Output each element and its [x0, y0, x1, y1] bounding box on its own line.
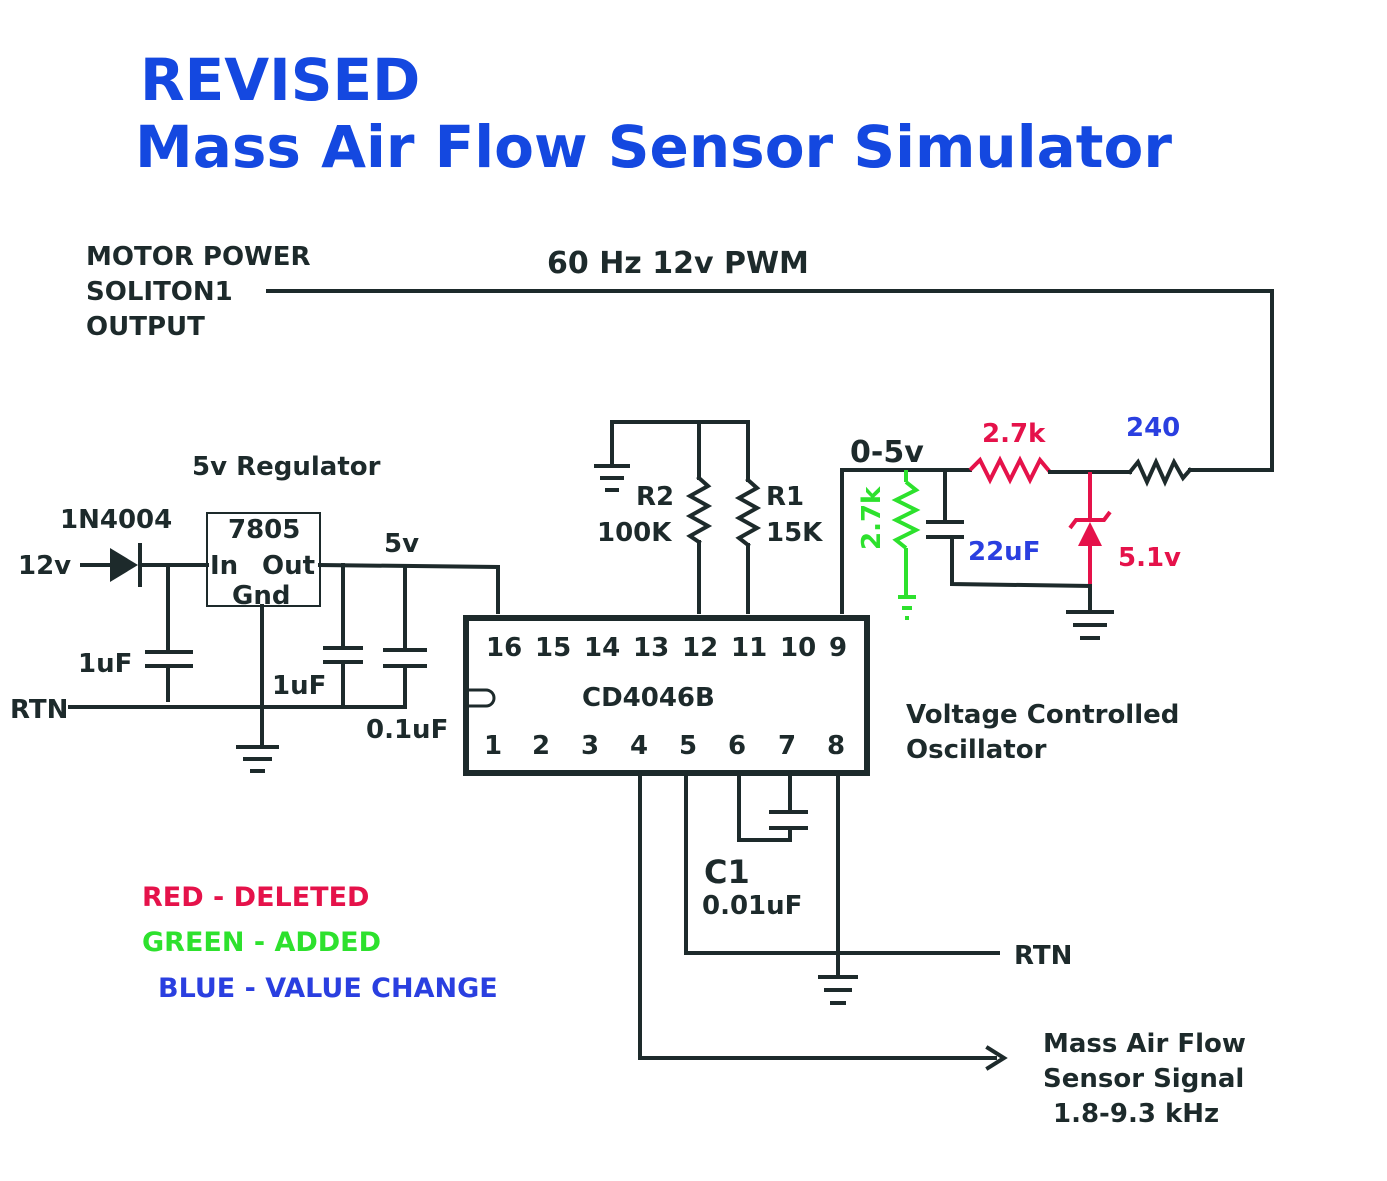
rail-5v-label: 5v — [384, 529, 419, 559]
motor-power-line1: MOTOR POWER — [86, 242, 311, 272]
output-line2: Sensor Signal — [1043, 1064, 1244, 1094]
motor-power-line3: OUTPUT — [86, 312, 205, 342]
ic-part-label: CD4046B — [582, 683, 715, 713]
ic-pin-6: 6 — [728, 731, 746, 761]
cap-22uf-label: 22uF — [968, 537, 1040, 567]
diode-symbol — [110, 548, 138, 582]
cap-out1-label: 1uF — [272, 671, 326, 701]
deleted-resistor-label: 2.7k — [982, 419, 1046, 449]
ic-top-pins: 16 15 14 13 12 11 10 9 — [486, 633, 847, 663]
ground-symbol-r-network — [594, 464, 630, 492]
ic-pin-3: 3 — [581, 731, 599, 761]
zener-bar — [1068, 510, 1112, 530]
diode-label: 1N4004 — [60, 505, 172, 535]
pwm-wire — [266, 289, 1274, 472]
legend-green: GREEN - ADDED — [142, 927, 381, 958]
ic-pin-8: 8 — [827, 731, 845, 761]
resistor-r2 — [685, 475, 713, 545]
zener-label: 5.1v — [1118, 543, 1181, 573]
output-line1: Mass Air Flow — [1043, 1029, 1246, 1059]
regulator-pin-in: In — [210, 551, 238, 581]
cap-in-label: 1uF — [78, 649, 132, 679]
r2-value: 100K — [597, 518, 672, 548]
cap-out2-label: 0.1uF — [366, 715, 448, 745]
resistor-r1 — [734, 477, 762, 548]
ic-pin-7: 7 — [778, 731, 796, 761]
c1-value: 0.01uF — [702, 891, 802, 921]
added-resistor — [891, 480, 921, 550]
r2-name: R2 — [636, 482, 674, 512]
ic-pin-4: 4 — [630, 731, 648, 761]
c1-name: C1 — [704, 853, 750, 891]
ic-pin-16: 16 — [486, 633, 522, 663]
ground-symbol-regulator — [236, 745, 279, 773]
ic-pin-13: 13 — [633, 633, 669, 663]
pin9-control-wire — [840, 468, 972, 614]
ic-pin-14: 14 — [584, 633, 620, 663]
ic-pin-1: 1 — [484, 731, 502, 761]
c1-wire-left — [737, 773, 792, 842]
rtn-left-label: RTN — [10, 695, 68, 725]
input-12v-label: 12v — [18, 551, 71, 581]
output-signal-wire — [638, 773, 997, 1060]
deleted-resistor — [968, 455, 1052, 485]
ic-pin-5: 5 — [679, 731, 697, 761]
pin5-rtn-wire — [684, 773, 1000, 955]
ic-pin-11: 11 — [731, 633, 767, 663]
legend-blue: BLUE - VALUE CHANGE — [158, 973, 498, 1004]
changed-resistor-label: 240 — [1126, 413, 1180, 443]
vctl-label: 0-5v — [850, 435, 924, 470]
rail-5v-wire — [317, 562, 500, 614]
legend-red: RED - DELETED — [142, 882, 369, 913]
changed-resistor-240 — [1127, 457, 1193, 487]
title-main: Mass Air Flow Sensor Simulator — [135, 113, 1172, 181]
regulator-part: 7805 — [228, 515, 300, 545]
ic-notch — [468, 688, 496, 708]
vco-desc-line1: Voltage Controlled — [906, 700, 1179, 730]
added-resistor-label: 2.7k — [857, 486, 887, 550]
ic-pin-9: 9 — [829, 633, 847, 663]
regulator-heading: 5v Regulator — [192, 452, 381, 482]
ic-pin-2: 2 — [532, 731, 550, 761]
pwm-label: 60 Hz 12v PWM — [547, 246, 809, 281]
motor-power-line2: SOLITON1 — [86, 277, 233, 307]
ground-symbol-zener — [1066, 610, 1114, 640]
ic-cd4046b-body — [463, 615, 870, 776]
cap-22uf-ground-wire — [950, 535, 1093, 589]
ground-symbol-pin8 — [818, 975, 858, 1005]
output-arrow-icon — [985, 1045, 1008, 1071]
zener-diode — [1078, 522, 1102, 546]
title-revised: REVISED — [140, 46, 420, 114]
output-line3: 1.8-9.3 kHz — [1053, 1099, 1219, 1129]
ic-pin-12: 12 — [682, 633, 718, 663]
r1-value: 15K — [766, 518, 823, 548]
r-network-top-wire — [610, 420, 750, 468]
ic-pin-10: 10 — [780, 633, 816, 663]
rtn-right-label: RTN — [1014, 941, 1072, 971]
vco-desc-line2: Oscillator — [906, 735, 1047, 765]
r1-name: R1 — [766, 482, 804, 512]
ic-bottom-pins: 1 2 3 4 5 6 7 8 — [484, 731, 845, 761]
regulator-pin-out: Out — [262, 551, 315, 581]
ground-symbol-added — [898, 595, 916, 620]
ic-pin-15: 15 — [535, 633, 571, 663]
